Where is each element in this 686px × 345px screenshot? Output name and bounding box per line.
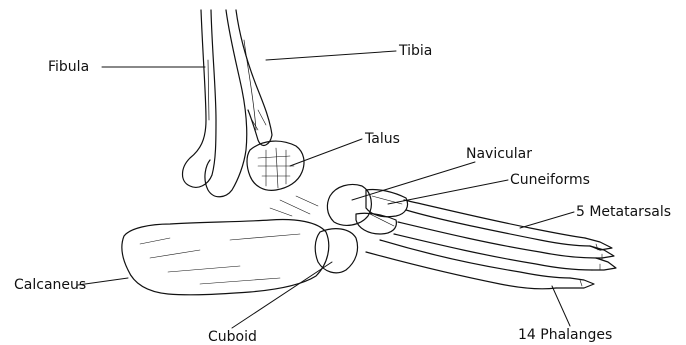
- cuneiforms-label: Cuneiforms: [510, 172, 590, 188]
- talus-bone: [247, 141, 304, 190]
- calcaneus-bone: [122, 196, 329, 295]
- tibia-leader: [266, 51, 396, 60]
- cuboid-leader: [232, 262, 332, 328]
- fibula-label: Fibula: [48, 59, 89, 75]
- navicular-bone: [327, 184, 371, 225]
- navicular-leader: [352, 162, 475, 200]
- metatarsals-leader: [520, 212, 574, 228]
- tibia-bone: [205, 10, 272, 197]
- fibula-bone: [183, 10, 217, 187]
- phalanges-label: 14 Phalanges: [518, 327, 612, 343]
- navicular-label: Navicular: [466, 146, 532, 162]
- metatarsal-bones: [366, 200, 596, 289]
- tibia-label: Tibia: [399, 43, 432, 59]
- calcaneus-label: Calcaneus: [14, 277, 86, 293]
- phalanges-leader: [552, 286, 570, 326]
- metatarsals-label: 5 Metatarsals: [576, 204, 671, 220]
- cuboid-bone: [315, 229, 357, 273]
- cuboid-label: Cuboid: [208, 329, 257, 345]
- talus-label: Talus: [365, 131, 400, 147]
- leader-lines: [78, 51, 574, 328]
- talus-leader: [290, 139, 362, 166]
